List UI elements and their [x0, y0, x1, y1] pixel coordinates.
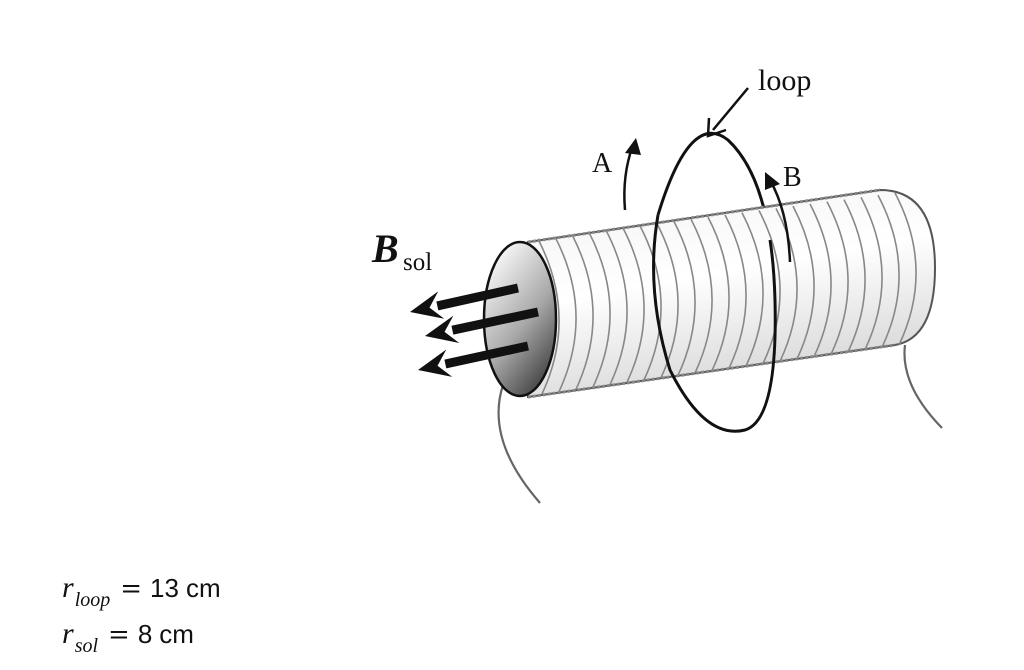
- arrow-a-head: [625, 138, 641, 155]
- coil-turn: [571, 234, 594, 390]
- field-label-symbol: B: [371, 226, 399, 271]
- loop-radius-value: 13: [150, 573, 179, 603]
- arrow-b-head: [765, 172, 780, 190]
- field-arrows: [410, 283, 539, 377]
- coil-turn: [860, 197, 883, 351]
- solenoid-loop-diagram: loop A B B sol: [371, 64, 943, 504]
- coil-turn: [622, 227, 645, 383]
- lead-wire-right: [903, 344, 943, 429]
- field-label-subscript: sol: [403, 249, 432, 276]
- coil-turn: [741, 212, 764, 367]
- coil-turn: [775, 207, 798, 362]
- coil-turn: [605, 229, 628, 386]
- coil-turn: [826, 201, 849, 355]
- coil-turn: [537, 238, 560, 395]
- field-arrow-shaft: [436, 283, 519, 311]
- field-arrow-shaft: [444, 341, 529, 369]
- coil-turn: [843, 199, 866, 353]
- solenoid-radius-value: 8: [137, 619, 153, 649]
- coil-turn: [724, 214, 747, 369]
- solenoid-top-edge: [527, 188, 881, 244]
- solenoid-radius-unit: cm: [159, 619, 194, 649]
- solenoid-radius-subscript: sol: [74, 635, 99, 657]
- loop-radius-unit: cm: [185, 573, 221, 603]
- field-arrow-head: [425, 315, 460, 344]
- coil-turn: [639, 225, 662, 381]
- loop-radius-equals: =: [120, 574, 143, 604]
- loop-radius-subscript: loop: [74, 589, 111, 611]
- solenoid-radius-equals: =: [108, 620, 130, 650]
- coil-turn: [877, 194, 900, 348]
- coil-turn: [894, 192, 917, 346]
- solenoid-bottom-edge: [527, 343, 896, 399]
- coil-turn: [690, 218, 713, 374]
- loop-back-arc: [656, 131, 772, 241]
- coil-turn: [809, 203, 832, 358]
- loop-pointer-line: [712, 87, 749, 131]
- solenoid-coils: [537, 192, 917, 395]
- arrow-a-label: A: [592, 148, 613, 179]
- loop-front-arc: [652, 214, 777, 433]
- coil-turn: [758, 210, 781, 365]
- lead-wire-left: [497, 384, 541, 504]
- loop-label: loop: [758, 64, 811, 97]
- field-arrow-head: [418, 349, 453, 377]
- coil-turn: [707, 216, 730, 372]
- arrow-b-label: B: [783, 162, 802, 193]
- solenoid-radius-variable: r: [62, 617, 74, 650]
- coil-turn: [792, 205, 815, 360]
- coil-turn: [673, 221, 696, 376]
- field-arrow-head: [410, 291, 445, 319]
- coil-turn: [554, 236, 577, 393]
- field-arrow-shaft: [451, 307, 539, 335]
- loop-pointer-head: [706, 117, 727, 138]
- arrow-a-curve: [623, 144, 635, 211]
- solenoid-body: [527, 188, 937, 399]
- coil-turn: [588, 232, 611, 388]
- loop-radius-variable: r: [62, 571, 74, 604]
